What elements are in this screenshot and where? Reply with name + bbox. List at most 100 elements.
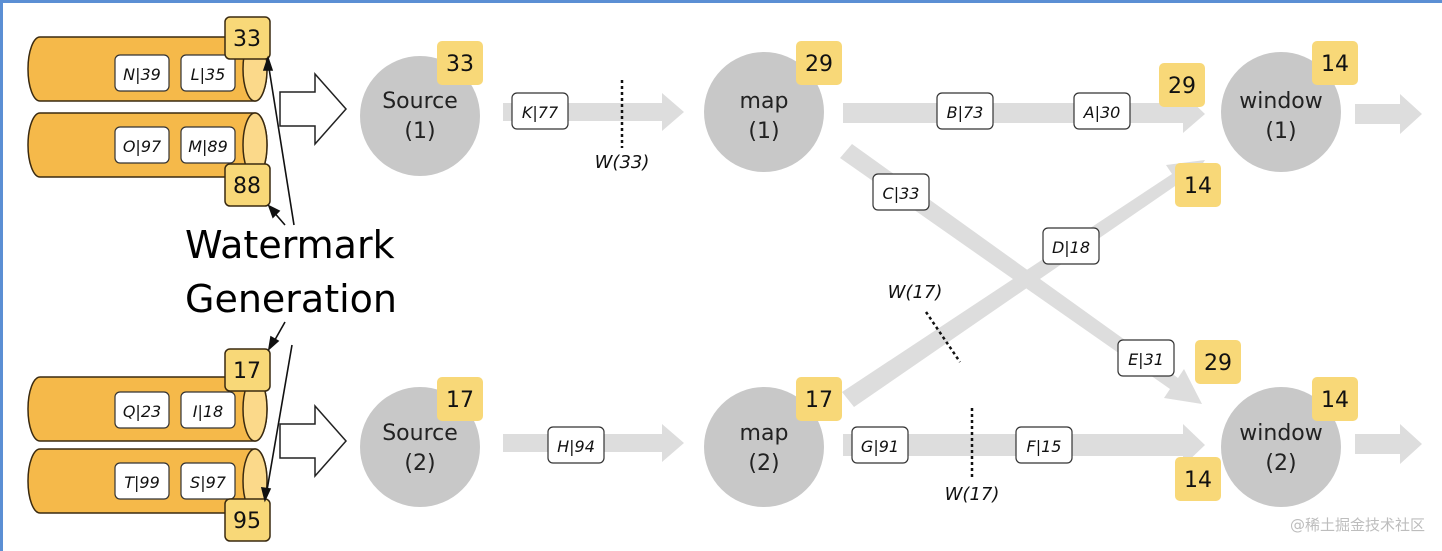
watermark-marker-w17-bottom: W(17) (945, 408, 1000, 505)
svg-text:F|15: F|15 (1027, 437, 1062, 456)
annotation-pointer-lines (260, 55, 295, 503)
svg-text:E|31: E|31 (1128, 350, 1164, 369)
svg-text:14: 14 (1321, 52, 1349, 77)
svg-text:K|77: K|77 (522, 103, 559, 122)
svg-text:29: 29 (805, 52, 833, 77)
flow-arrow (1355, 94, 1422, 134)
svg-text:(1): (1) (404, 119, 435, 144)
record-box (114, 462, 170, 500)
svg-text:map: map (740, 421, 789, 446)
flow-arrow (1355, 424, 1422, 464)
window-input-watermarks: 29 14 29 14 (1159, 63, 1241, 501)
record-box (114, 126, 170, 164)
node-watermark-badge (1312, 41, 1358, 85)
message-k77: K|77 (511, 92, 569, 130)
message-a30: A|30 (1073, 92, 1131, 130)
record-label: T|99 (124, 473, 160, 492)
message-d18: D|18 (1042, 227, 1100, 265)
annotation-line1: Watermark (185, 223, 395, 267)
node-map-2: map (2) 17 (704, 377, 842, 507)
svg-text:B|73: B|73 (947, 103, 984, 122)
svg-text:W(17): W(17) (945, 484, 1000, 505)
svg-text:Source: Source (382, 421, 458, 446)
message-g91: G|91 (851, 426, 909, 464)
partition-watermark-value: 88 (233, 174, 261, 199)
message-b73: B|73 (936, 92, 994, 130)
partition-3: Q|23 I|18 17 (27, 348, 271, 442)
record-box (180, 54, 236, 92)
record-box (180, 126, 236, 164)
node-watermark-badge (437, 41, 483, 85)
svg-text:Source: Source (382, 89, 458, 114)
node-window-1: window (1) 14 (1221, 41, 1358, 172)
svg-text:window: window (1239, 89, 1322, 114)
watermark-marker-w17-cross: W(17) (888, 282, 962, 363)
svg-text:33: 33 (446, 52, 474, 77)
svg-text:29: 29 (1204, 351, 1232, 376)
flow-arrow (843, 93, 1205, 133)
input-watermark-badge (1159, 63, 1205, 107)
message-f15: F|15 (1015, 426, 1073, 464)
partition-watermark-value: 95 (233, 509, 261, 534)
record-label: N|39 (123, 65, 161, 84)
record-label: O|97 (123, 137, 162, 156)
node-map-1: map (1) 29 (704, 41, 842, 172)
svg-text:(2): (2) (404, 451, 435, 476)
partition-watermark-value: 17 (233, 359, 261, 384)
svg-text:29: 29 (1168, 74, 1196, 99)
svg-text:17: 17 (805, 388, 833, 413)
record-box (180, 391, 236, 429)
partition-watermark-badge (224, 163, 271, 207)
message-e31: E|31 (1117, 339, 1175, 377)
partition-2: O|97 M|89 88 (27, 112, 271, 207)
input-watermark-badge (1175, 163, 1221, 207)
credit-watermark: @稀土掘金技术社区 (1290, 516, 1425, 534)
svg-text:(1): (1) (1265, 119, 1296, 144)
svg-text:map: map (740, 89, 789, 114)
svg-text:(1): (1) (748, 119, 779, 144)
svg-text:C|33: C|33 (883, 184, 920, 203)
svg-text:D|18: D|18 (1052, 238, 1090, 257)
hollow-arrow-icon (279, 72, 348, 146)
svg-text:(2): (2) (748, 451, 779, 476)
annotation-line2: Generation (185, 277, 397, 321)
svg-text:(2): (2) (1265, 451, 1296, 476)
node-window-2: window (2) 14 (1221, 377, 1358, 507)
record-label: L|35 (191, 65, 226, 84)
partition-1: N|39 L|35 33 (27, 16, 271, 102)
record-box (180, 462, 236, 500)
message-h94: H|94 (547, 426, 605, 464)
svg-text:W(17): W(17) (888, 282, 943, 303)
partition-watermark-badge (224, 498, 271, 542)
node-watermark-badge (1312, 377, 1358, 421)
partition-watermark-value: 33 (233, 27, 261, 52)
partition-4: T|99 S|97 95 (27, 448, 271, 542)
svg-text:G|91: G|91 (861, 437, 899, 456)
svg-text:A|30: A|30 (1083, 103, 1121, 122)
svg-text:H|94: H|94 (557, 437, 595, 456)
svg-text:14: 14 (1321, 388, 1349, 413)
svg-text:14: 14 (1184, 468, 1212, 493)
partition-watermark-badge (224, 16, 271, 60)
record-box (114, 391, 170, 429)
watermark-marker-w33: W(33) (595, 80, 650, 173)
cross-flow-arrow (842, 160, 1205, 407)
message-c33: C|33 (872, 173, 930, 211)
input-watermark-badge (1195, 340, 1241, 384)
node-watermark-badge (796, 41, 842, 85)
node-watermark-badge (437, 377, 483, 421)
node-source-2: Source (2) 17 (360, 377, 483, 507)
record-label: I|18 (193, 402, 223, 421)
record-label: M|89 (188, 137, 228, 156)
node-watermark-badge (796, 377, 842, 421)
hollow-arrow-icon (279, 404, 348, 478)
partition-watermark-badge (224, 348, 271, 392)
svg-text:W(33): W(33) (595, 152, 650, 173)
record-label: S|97 (190, 473, 227, 492)
flow-arrow (503, 93, 684, 131)
input-watermark-badge (1175, 457, 1221, 501)
node-source-1: Source (1) 33 (360, 41, 483, 176)
record-box (114, 54, 170, 92)
